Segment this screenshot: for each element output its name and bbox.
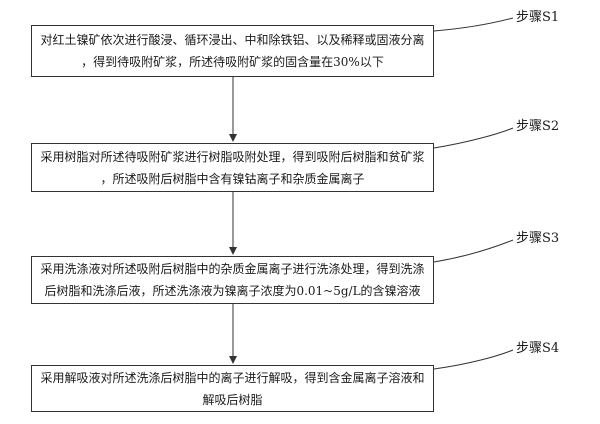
step-s1-line-1: 对红土镍矿依次进行酸浸、循环浸出、中和除铁铝、以及稀释或固液分离	[40, 33, 425, 47]
step-box-s1: 对红土镍矿依次进行酸浸、循环浸出、中和除铁铝、以及稀释或固液分离 ，得到待吸附矿…	[31, 25, 434, 77]
step-s2-line-2: ，所述吸附后树脂中含有镍钴离子和杂质金属离子	[100, 171, 365, 186]
step-s3-line-1: 采用洗涤液对所述吸附后树脂中的杂质金属离子进行洗涤处理，得到洗涤	[40, 262, 425, 276]
step-box-s3: 采用洗涤液对所述吸附后树脂中的杂质金属离子进行洗涤处理，得到洗涤 后树脂和洗涤后…	[31, 256, 434, 304]
step-label-s1: 步骤S1	[516, 10, 560, 25]
step-label-s2: 步骤S2	[516, 119, 560, 134]
step-s3-line-2: 后树脂和洗涤后液，所述洗涤液为镍离子浓度为0.01~5g/L的含镍溶液	[44, 284, 421, 298]
label-leader-s2	[433, 127, 514, 149]
step-box-s2: 采用树脂对所述待吸附矿浆进行树脂吸附处理，得到吸附后树脂和贫矿浆 ，所述吸附后树…	[31, 143, 434, 192]
step-label-s4: 步骤S4	[516, 341, 560, 356]
step-box-s4: 采用解吸液对所述洗涤后树脂中的离子进行解吸，得到含金属离子溶液和 解吸后树脂	[31, 365, 434, 412]
label-leader-s4	[433, 349, 514, 370]
step-s4-line-2: 解吸后树脂	[202, 392, 263, 407]
step-s4-line-1: 采用解吸液对所述洗涤后树脂中的离子进行解吸，得到含金属离子溶液和	[40, 370, 425, 385]
label-leader-s3	[433, 239, 514, 263]
step-s2-line-1: 采用树脂对所述待吸附矿浆进行树脂吸附处理，得到吸附后树脂和贫矿浆	[40, 149, 425, 164]
step-s1-line-2: ，得到待吸附矿浆，所述待吸附矿浆的固含量在30%以下	[81, 55, 384, 69]
label-leader-s1	[433, 17, 514, 32]
step-label-s3: 步骤S3	[516, 231, 560, 246]
